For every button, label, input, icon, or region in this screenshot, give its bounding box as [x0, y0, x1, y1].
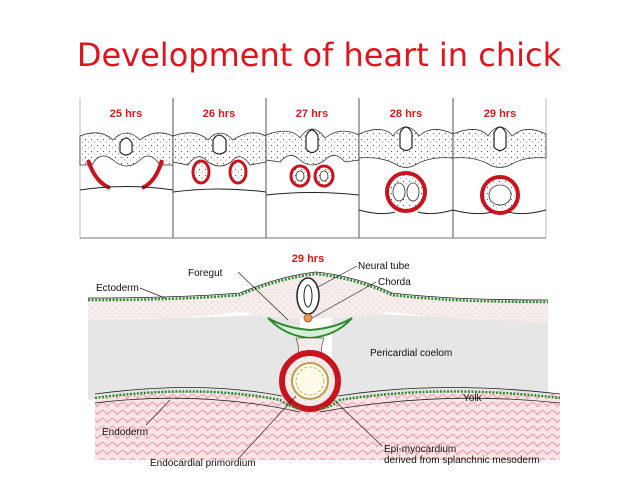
- stage-26hrs-section: 26 hrs: [172, 108, 267, 193]
- label-epi-myocardium-origin: derived from splanchnic mesoderm: [384, 455, 540, 466]
- label-endoderm: Endoderm: [102, 427, 148, 438]
- endoderm-layer-left: [94, 390, 301, 410]
- stage-label: 27 hrs: [296, 108, 328, 120]
- stage-28hrs-section: 28 hrs: [358, 108, 454, 215]
- label-ectoderm: Ectoderm: [96, 283, 139, 294]
- pericardial-coelom-left: [88, 312, 300, 402]
- detail-stage-label: 29 hrs: [292, 253, 324, 265]
- stage-label: 29 hrs: [484, 108, 516, 120]
- label-epi-myocardium: Epi-myocardium: [384, 444, 456, 455]
- stage-panel: 25 hrs 26 hrs 27 hrs: [79, 98, 547, 238]
- label-endocardial-primordium: Endocardial primordium: [150, 458, 256, 469]
- label-neural-tube: Neural tube: [358, 261, 410, 272]
- label-foregut: Foregut: [188, 268, 223, 279]
- yolk-region: [95, 385, 560, 460]
- stage-label: 25 hrs: [110, 108, 142, 120]
- endoderm-layer-right: [319, 390, 561, 410]
- ectoderm-layer: [87, 272, 549, 304]
- detail-section-29hrs: 29 hrs Foregut Neural tube Chorda Ectode…: [87, 253, 561, 469]
- chorda: [303, 313, 313, 323]
- endocardial-tube: [291, 362, 329, 400]
- stage-label: 28 hrs: [390, 108, 422, 120]
- stage-25hrs-section: 25 hrs: [79, 108, 174, 191]
- stage-27hrs-section: 27 hrs: [265, 108, 360, 196]
- label-chorda: Chorda: [378, 277, 411, 288]
- stage-label: 26 hrs: [203, 108, 235, 120]
- slide-title: Development of heart in chick: [76, 36, 562, 74]
- label-yolk: Yolk: [463, 393, 483, 404]
- pericardial-coelom-right: [332, 312, 548, 402]
- stage-29hrs-section: 29 hrs: [452, 108, 547, 215]
- label-pericardial-coelom: Pericardial coelom: [370, 348, 452, 359]
- foregut: [267, 317, 353, 340]
